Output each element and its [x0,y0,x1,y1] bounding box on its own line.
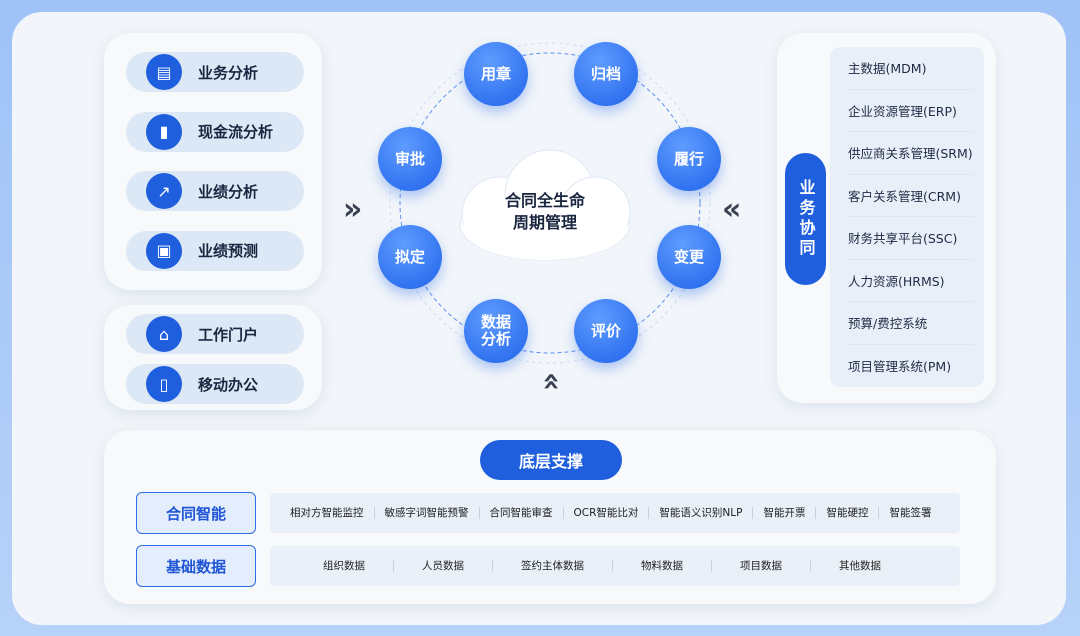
cloud-shape [459,149,631,261]
nav-item[interactable]: ▤ 业务分析 [126,52,304,92]
nav-item-label: 业务分析 [198,63,259,82]
cycle-center-title: 合同全生命 周期管理 [504,191,585,232]
cycle-node[interactable]: 归档 [574,42,638,106]
nav-item-label: 现金流分析 [198,123,274,141]
system-item: 财务共享平台(SSC) [848,217,974,260]
capability-item: 人员数据 [394,560,493,572]
nav-item-label: 移动办公 [198,375,259,394]
system-item: 客户关系管理(CRM) [848,175,974,217]
capability-item: 物料数据 [613,560,712,572]
system-list: 主数据(MDM)企业资源管理(ERP)供应商关系管理(SRM)客户关系管理(CR… [830,47,984,387]
cycle-node[interactable]: 评价 [574,299,638,363]
row-items: 组织数据人员数据签约主体数据物料数据项目数据 其他数据 [270,546,960,586]
bar-chart-icon: ▮ [146,113,182,150]
capability-item: 智能签署 [889,507,932,519]
capability-item: 其他数据 [839,560,881,572]
cycle-node[interactable]: 拟定 [378,225,442,289]
system-item: 项目管理系统(PM) [848,359,952,375]
cycle-node[interactable]: 变更 [657,225,721,289]
capability-item: 合同智能审查 [480,507,564,519]
cycle-node[interactable]: 数据 分析 [464,299,528,363]
home-icon: ⌂ [146,316,182,352]
capability-item: 组织数据 [295,560,394,572]
mobile-icon: ▯ [146,366,182,402]
chevron-left-icon: « [722,192,742,227]
cycle-node[interactable]: 审批 [378,127,442,191]
row-label: 合同智能 [136,492,256,534]
capability-item: 相对方智能监控 [280,507,375,519]
cycle-node[interactable]: 用章 [464,42,528,106]
system-item: 企业资源管理(ERP) [848,90,974,132]
nav-item[interactable]: ▯ 移动办公 [126,364,304,404]
nav-item[interactable]: ▣ 业绩预测 [126,230,304,271]
system-item: 预算/费控系统 [848,302,974,345]
capability-item: 项目数据 [712,560,811,572]
nav-item-label: 业绩分析 [198,182,259,201]
report-search-icon: ▤ [146,54,182,90]
chevron-right-icon: » [343,192,363,227]
capability-item: 智能语义识别NLP [649,507,754,519]
capability-item: 敏感字词智能预警 [375,507,480,519]
trend-chart-icon: ↗ [146,173,182,209]
portal-panel: ⌂ 工作门户 ▯ 移动办公 [104,305,322,410]
chevron-up-icon: » [533,371,569,392]
nav-item[interactable]: ⌂ 工作门户 [126,314,304,354]
nav-item-label: 业绩预测 [198,242,259,260]
capability-item: 智能硬控 [816,507,880,519]
system-item: 供应商关系管理(SRM) [848,132,974,175]
system-item: 主数据(MDM) [848,47,974,90]
analysis-panel: ▤ 业务分析 ▮ 现金流分析 ↗ 业绩分析 ▣ 业绩预测 [104,33,322,290]
capability-item: 签约主体数据 [493,560,613,572]
cycle-node[interactable]: 履行 [657,127,721,191]
foundation-title: 底层支撑 [480,440,622,480]
business-collab-badge: 业务协同 [785,153,826,285]
presentation-icon: ▣ [146,232,182,269]
nav-item[interactable]: ▮ 现金流分析 [126,111,304,152]
system-item: 人力资源(HRMS) [848,260,974,302]
capability-item: 智能开票 [753,507,817,519]
nav-item-label: 工作门户 [198,325,259,344]
row-label: 基础数据 [136,545,256,587]
capability-item: OCR智能比对 [564,507,650,519]
nav-item[interactable]: ↗ 业绩分析 [126,171,304,211]
